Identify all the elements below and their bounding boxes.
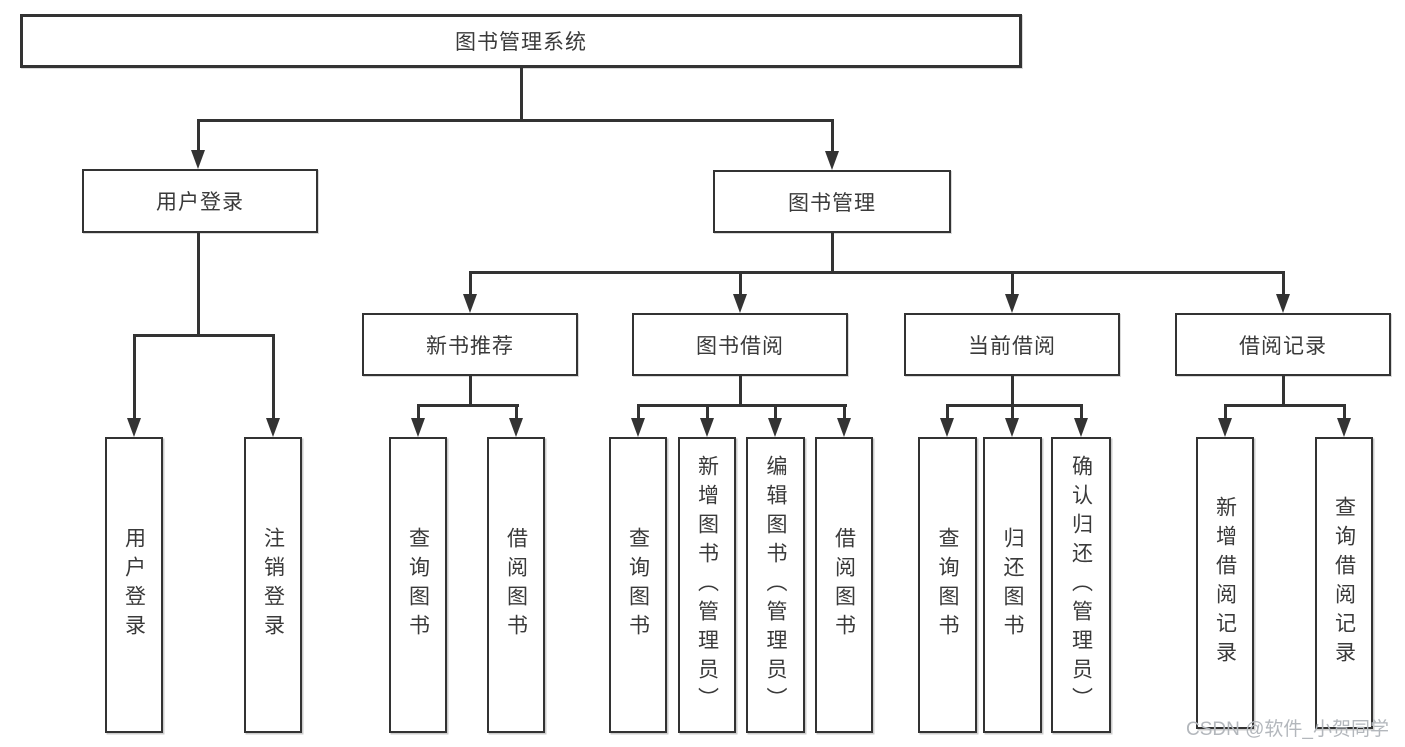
connector-borrow-record-rail	[1223, 404, 1346, 407]
node-label: 图书借阅	[696, 334, 784, 358]
leaf-label: 确认归还（管理员）	[1069, 454, 1093, 716]
leaf-label: 编辑图书（管理员）	[764, 454, 787, 716]
connector-arrow-line-book-borrow	[738, 271, 742, 295]
leaf-label: 查询借阅记录	[1332, 496, 1356, 670]
leaf-label: 借阅图书	[832, 527, 856, 643]
leaf-label: 新增借阅记录	[1213, 496, 1237, 670]
connector-arrow-line	[842, 404, 846, 419]
connector-arrow-line	[1223, 404, 1227, 419]
connector-book-borrow-stem	[738, 376, 742, 407]
connector-level2-rail	[196, 119, 834, 122]
connector-arrow-line	[636, 404, 640, 419]
leaf-confirm-return-admin: 确认归还（管理员）	[1051, 437, 1111, 733]
connector-book-borrow-rail	[636, 404, 847, 407]
node-book-borrow: 图书借阅	[632, 313, 848, 376]
connector-user-login-rail	[132, 334, 275, 337]
leaf-label: 归还图书	[1001, 527, 1024, 643]
leaf-logout: 注销登录	[244, 437, 302, 733]
arrow-down-icon	[1074, 418, 1088, 437]
arrow-down-icon	[940, 418, 954, 437]
node-library-management-system: 图书管理系统	[20, 14, 1022, 68]
node-label: 图书管理	[788, 191, 876, 215]
leaf-return-books: 归还图书	[983, 437, 1042, 733]
leaf-query-books-recommend: 查询图书	[389, 437, 447, 733]
arrow-down-icon	[1005, 294, 1019, 313]
leaf-label: 查询图书	[936, 527, 959, 643]
connector-arrow-line-current-borrow	[1010, 271, 1014, 295]
connector-level3-rail	[468, 271, 1285, 274]
node-label: 用户登录	[156, 191, 244, 214]
arrow-down-icon	[825, 151, 839, 170]
connector-arrow-line	[1010, 404, 1014, 419]
arrow-down-icon	[631, 418, 645, 437]
leaf-label: 用户登录	[122, 527, 146, 643]
leaf-borrow-books-recommend: 借阅图书	[487, 437, 545, 733]
leaf-label: 注销登录	[261, 527, 285, 643]
connector-arrow-line	[514, 404, 518, 419]
connector-new-book-rail	[416, 404, 519, 407]
leaf-borrow-books: 借阅图书	[815, 437, 873, 733]
connector-arrow-line	[1342, 404, 1346, 419]
connector-arrow-line-new-book	[468, 271, 472, 295]
connector-borrow-record-stem	[1281, 376, 1285, 407]
arrow-down-icon	[509, 418, 523, 437]
arrow-down-icon	[1005, 418, 1019, 437]
arrow-down-icon	[266, 418, 280, 437]
leaf-query-books-borrow: 查询图书	[609, 437, 667, 733]
arrow-down-icon	[191, 150, 205, 169]
node-label: 当前借阅	[968, 334, 1056, 358]
arrow-down-icon	[1218, 418, 1232, 437]
connector-current-borrow-stem	[1010, 376, 1014, 407]
arrow-down-icon	[463, 294, 477, 313]
arrow-down-icon	[700, 418, 714, 437]
arrow-down-icon	[733, 294, 747, 313]
arrow-down-icon	[1276, 294, 1290, 313]
leaf-label: 新增图书（管理员）	[695, 454, 719, 716]
arrow-down-icon	[837, 418, 851, 437]
arrow-down-icon	[1337, 418, 1351, 437]
arrow-down-icon	[768, 418, 782, 437]
csdn-watermark: CSDN @软件_小贺同学	[1186, 719, 1389, 740]
connector-current-borrow-rail	[945, 404, 1083, 407]
node-book-management: 图书管理	[713, 170, 951, 233]
node-label: 新书推荐	[426, 334, 514, 358]
connector-arrow-line-login-leaf	[132, 334, 136, 419]
leaf-label: 查询图书	[626, 527, 650, 643]
node-label: 图书管理系统	[455, 31, 587, 54]
arrow-down-icon	[411, 418, 425, 437]
connector-user-login-stem	[196, 233, 200, 337]
node-new-book-recommend: 新书推荐	[362, 313, 578, 376]
leaf-add-books-admin: 新增图书（管理员）	[678, 437, 736, 733]
leaf-edit-books-admin: 编辑图书（管理员）	[746, 437, 805, 733]
connector-arrow-line-logout-leaf	[271, 334, 275, 419]
leaf-label: 借阅图书	[504, 527, 528, 643]
arrow-down-icon	[127, 418, 141, 437]
leaf-label: 查询图书	[406, 527, 430, 643]
node-current-borrow: 当前借阅	[904, 313, 1120, 376]
node-user-login: 用户登录	[82, 169, 318, 233]
connector-arrow-line	[773, 404, 777, 419]
leaf-query-borrow-record: 查询借阅记录	[1315, 437, 1373, 729]
leaf-user-login: 用户登录	[105, 437, 163, 733]
connector-arrow-line-borrow-record	[1281, 271, 1285, 295]
connector-book-management-stem	[830, 233, 834, 274]
leaf-add-borrow-record: 新增借阅记录	[1196, 437, 1254, 729]
leaf-query-books-current: 查询图书	[918, 437, 977, 733]
connector-root-stem	[519, 68, 523, 121]
connector-arrow-line-user-login	[196, 119, 200, 152]
node-label: 借阅记录	[1239, 334, 1327, 358]
connector-arrow-line	[945, 404, 949, 419]
node-borrow-record: 借阅记录	[1175, 313, 1391, 376]
connector-arrow-line	[416, 404, 420, 419]
connector-new-book-stem	[468, 376, 472, 407]
connector-arrow-line	[705, 404, 709, 419]
connector-arrow-line-book-management	[830, 119, 834, 153]
connector-arrow-line	[1079, 404, 1083, 419]
